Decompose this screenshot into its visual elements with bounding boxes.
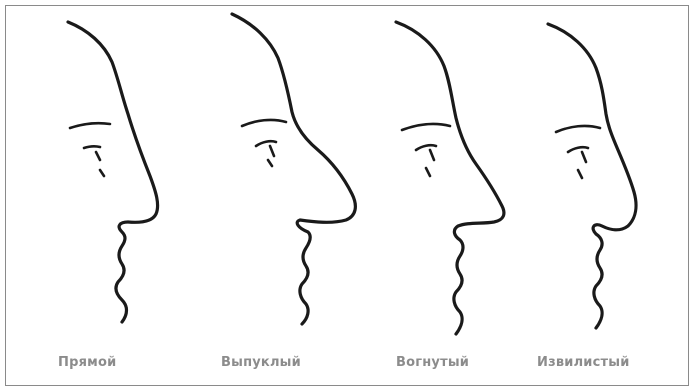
profile-wavy-outline (548, 24, 636, 328)
profile-convex (232, 14, 355, 324)
profile-concave-eye (416, 145, 436, 160)
profile-straight-brow (70, 123, 110, 128)
caption-straight: Прямой (58, 355, 116, 370)
profile-concave (396, 22, 504, 334)
profile-concave-cheek-mark (426, 168, 430, 176)
caption-wavy: Извилистый (537, 355, 630, 370)
profile-convex-outline (232, 14, 355, 324)
profile-convex-brow (242, 120, 286, 126)
profile-straight-eye (84, 146, 100, 160)
profile-wavy-eye (568, 147, 588, 162)
caption-convex: Выпуклый (221, 355, 301, 370)
profile-wavy (548, 24, 636, 328)
profile-straight (68, 22, 158, 322)
profile-convex-eye (256, 141, 276, 156)
caption-concave: Вогнутый (396, 355, 469, 370)
profile-straight-cheek-mark (100, 170, 104, 176)
profile-concave-brow (402, 124, 450, 130)
profile-convex-cheek-mark (268, 160, 272, 166)
profile-straight-outline (68, 22, 158, 322)
profile-wavy-cheek-mark (578, 170, 582, 178)
profile-concave-outline (396, 22, 504, 334)
profile-wavy-brow (556, 126, 600, 132)
